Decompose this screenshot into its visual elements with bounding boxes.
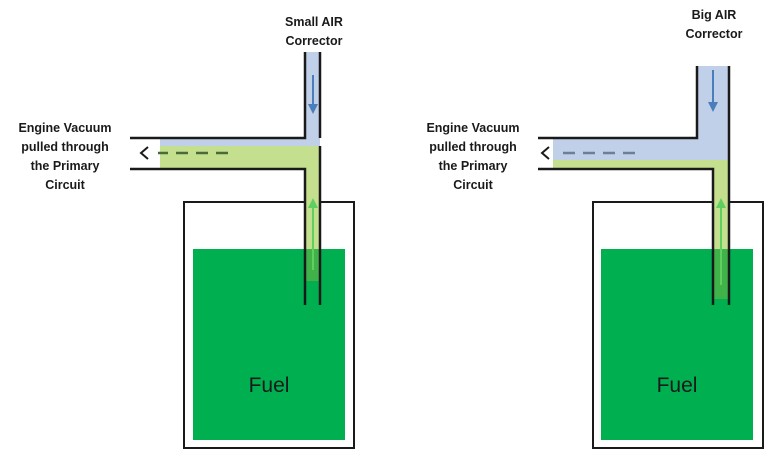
right-fuel-label: Fuel	[656, 374, 698, 397]
left-mix-zone	[160, 146, 320, 169]
left-fuel-bowl	[183, 201, 355, 449]
right-corrector-label-line-1: Big AIR	[691, 8, 737, 22]
right-vacuum-arrowhead	[540, 146, 550, 160]
right-air-zone	[553, 138, 729, 160]
right-vacuum-label: Engine Vacuum pulled through the Primary…	[412, 119, 534, 195]
right-vacuum-label-line-1: Engine Vacuum	[426, 121, 520, 135]
left-fuel-label: Fuel	[248, 374, 290, 397]
left-fuel-level	[193, 249, 345, 440]
left-vacuum-label-line-1: Engine Vacuum	[18, 121, 112, 135]
left-corrector-label: Small AIR Corrector	[262, 13, 366, 51]
left-vacuum-arrowhead	[139, 146, 149, 160]
left-vacuum-label-line-3: the Primary	[30, 159, 100, 173]
left-vacuum-label-line-4: Circuit	[45, 178, 85, 192]
left-corrector-label-line-1: Small AIR	[285, 15, 343, 29]
left-corrector-label-line-2: Corrector	[285, 34, 343, 48]
right-vacuum-label-line-4: Circuit	[453, 178, 493, 192]
left-panel	[130, 52, 355, 449]
right-corrector-label: Big AIR Corrector	[660, 6, 768, 44]
right-vacuum-label-line-2: pulled through	[429, 140, 517, 154]
left-tube-wall-lower	[160, 146, 322, 305]
right-tube-wall-upper	[553, 66, 731, 305]
right-tube-wall-lower	[553, 167, 715, 305]
left-tube-wall-upper	[160, 52, 322, 140]
right-panel	[538, 66, 764, 449]
right-corrector-label-line-2: Corrector	[685, 27, 743, 41]
right-fuel-bowl	[592, 201, 764, 449]
left-vacuum-label-line-2: pulled through	[21, 140, 109, 154]
left-vacuum-label: Engine Vacuum pulled through the Primary…	[4, 119, 126, 195]
right-mix-zone	[553, 160, 729, 169]
left-air-zone	[160, 138, 320, 146]
right-vacuum-label-line-3: the Primary	[438, 159, 508, 173]
